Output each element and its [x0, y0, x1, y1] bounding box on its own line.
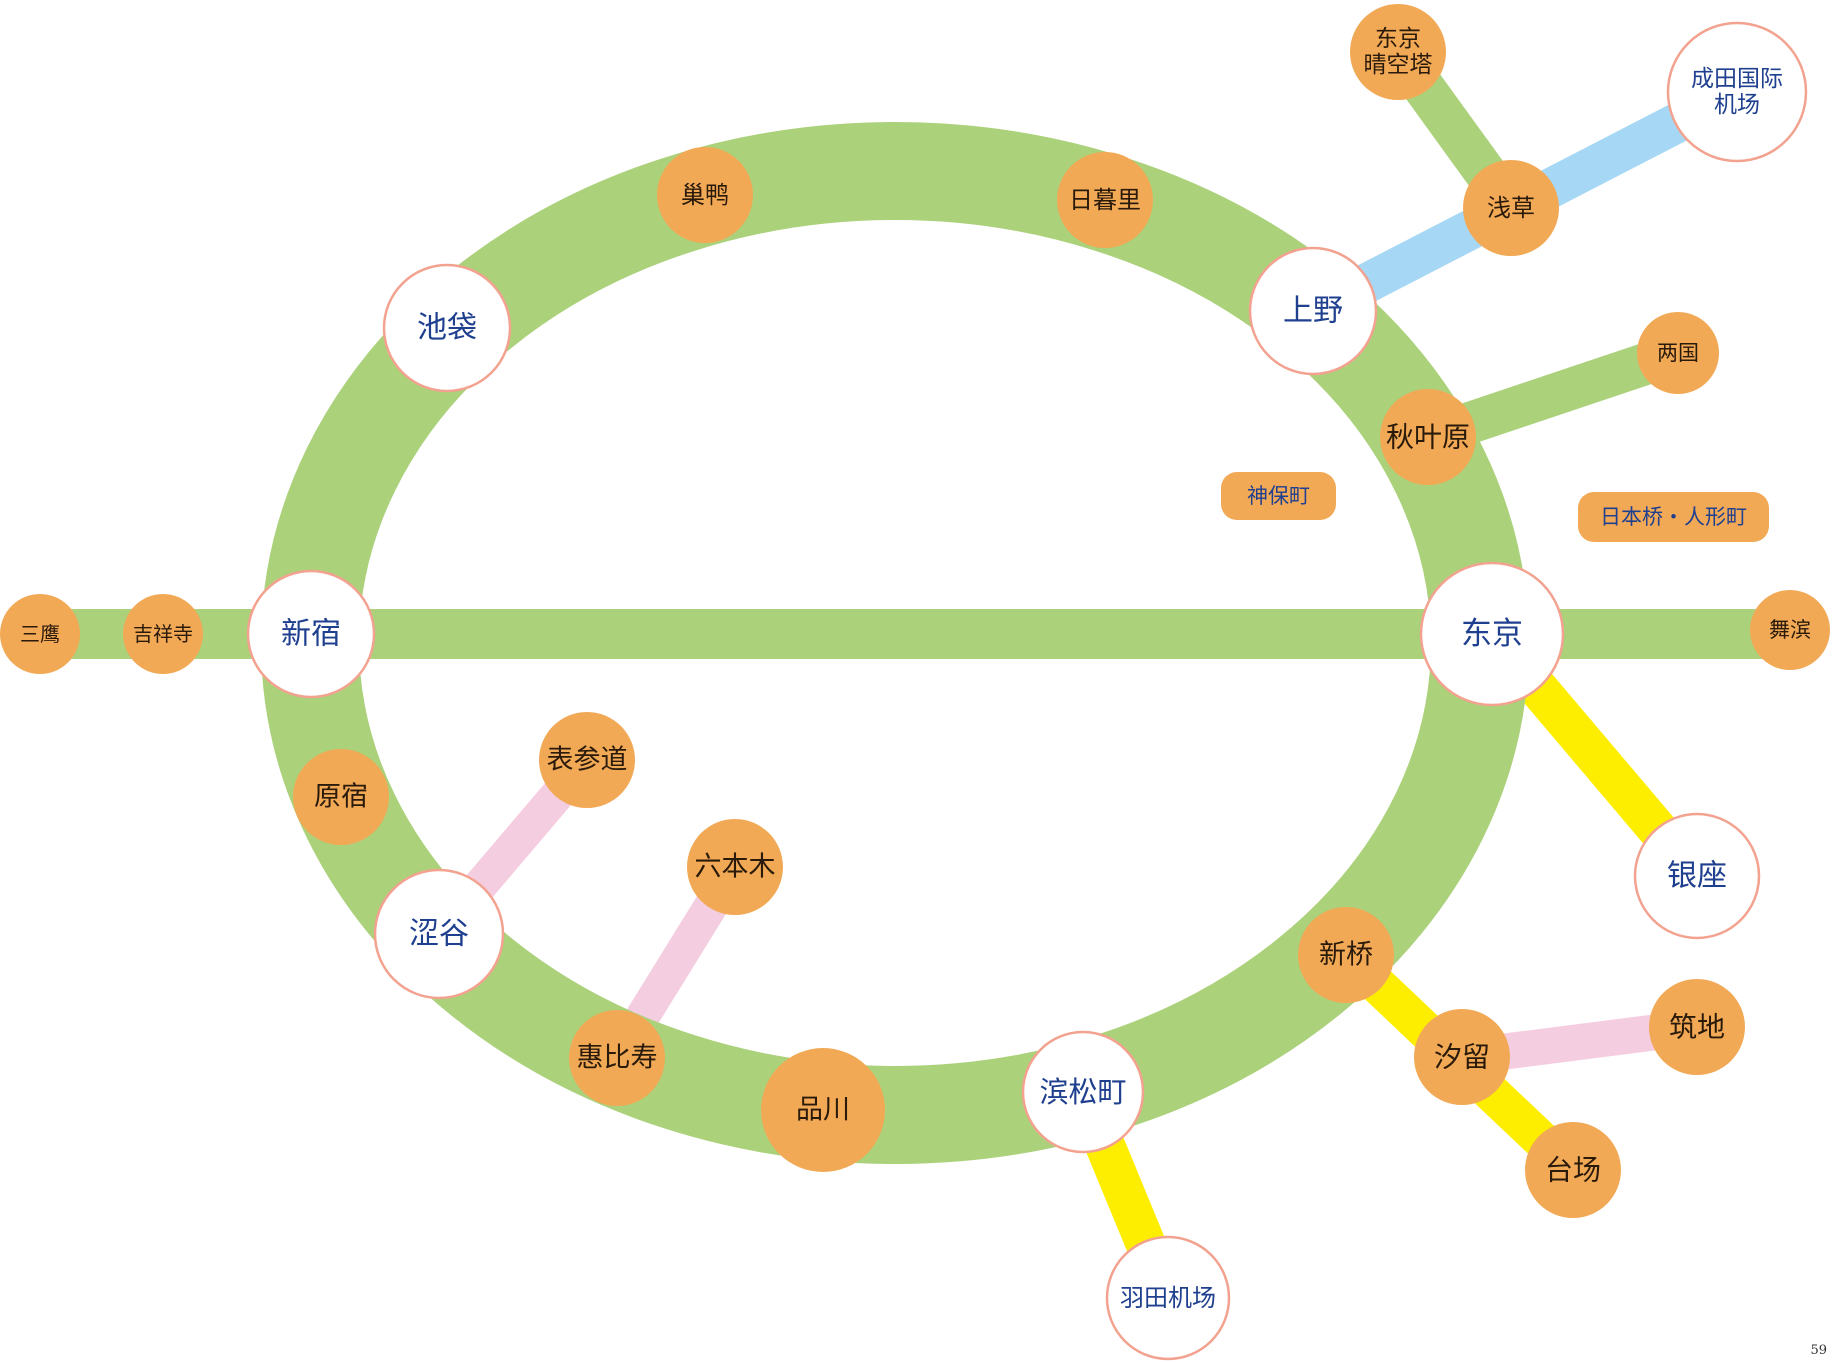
- station-jimbocho[interactable]: 神保町: [1221, 472, 1336, 520]
- station-label: 惠比寿: [577, 1043, 658, 1074]
- station-label: 滨松町: [1039, 1075, 1126, 1109]
- station-ebisu[interactable]: 惠比寿: [569, 1010, 665, 1106]
- station-marker: [1750, 590, 1830, 670]
- station-ueno[interactable]: 上野: [1248, 246, 1378, 376]
- station-marker: [123, 594, 203, 674]
- station-nippori[interactable]: 日暮里: [1057, 152, 1153, 248]
- station-marker: [1248, 246, 1378, 376]
- station-nihonbashi[interactable]: 日本桥・人形町: [1578, 492, 1769, 542]
- station-haneda[interactable]: 羽田机场: [1105, 1235, 1231, 1361]
- station-marker: [1666, 21, 1808, 163]
- station-label: 晴空塔: [1364, 52, 1433, 78]
- station-ikebukuro[interactable]: 池袋: [382, 263, 512, 393]
- station-label: 舞滨: [1769, 618, 1811, 642]
- station-asakusa[interactable]: 浅草: [1463, 160, 1559, 256]
- station-marker: [293, 749, 389, 845]
- station-odaiba[interactable]: 台场: [1525, 1122, 1621, 1218]
- station-label: 羽田机场: [1120, 1284, 1216, 1312]
- station-akihabara[interactable]: 秋叶原: [1380, 389, 1476, 485]
- station-marker: [0, 594, 80, 674]
- station-harajuku[interactable]: 原宿: [293, 749, 389, 845]
- station-label: 筑地: [1669, 1011, 1725, 1044]
- station-shiodome[interactable]: 汐留: [1414, 1009, 1510, 1105]
- station-sugamo[interactable]: 巢鸭: [657, 147, 753, 243]
- station-label: 日暮里: [1069, 186, 1141, 214]
- station-marker: [1021, 1030, 1145, 1154]
- station-shinbashi[interactable]: 新桥: [1298, 907, 1394, 1003]
- station-shibuya[interactable]: 涩谷: [373, 868, 505, 1000]
- station-marker: [1350, 4, 1446, 100]
- station-label: 日本桥・人形町: [1600, 505, 1747, 529]
- station-group: 新宿池袋上野东京银座滨松町涩谷成田国际机场羽田机场巢鸭日暮里秋叶原新桥品川惠比寿…: [0, 4, 1830, 1361]
- station-tokyo[interactable]: 东京: [1419, 561, 1565, 707]
- station-label: 原宿: [314, 782, 368, 813]
- station-label: 三鹰: [20, 622, 60, 646]
- station-label: 六本木: [695, 852, 776, 883]
- station-label: 吉祥寺: [133, 622, 193, 646]
- station-label: 新桥: [1319, 940, 1373, 971]
- station-maihama[interactable]: 舞滨: [1750, 590, 1830, 670]
- station-marker: [1414, 1009, 1510, 1105]
- station-marker: [1463, 160, 1559, 256]
- station-label: 品川: [796, 1095, 850, 1126]
- station-label: 涩谷: [409, 917, 469, 952]
- station-label: 池袋: [417, 311, 477, 346]
- station-label: 新宿: [281, 617, 341, 652]
- station-marker: [1637, 312, 1719, 394]
- page-number: 59: [1810, 1343, 1827, 1358]
- station-marker: [1057, 152, 1153, 248]
- station-marker: [373, 868, 505, 1000]
- station-roppongi[interactable]: 六本木: [687, 819, 783, 915]
- station-omotesando[interactable]: 表参道: [539, 712, 635, 808]
- station-hamamatsucho[interactable]: 滨松町: [1021, 1030, 1145, 1154]
- station-marker: [539, 712, 635, 808]
- station-marker: [657, 147, 753, 243]
- station-tsukiji[interactable]: 筑地: [1649, 979, 1745, 1075]
- station-label: 秋叶原: [1386, 421, 1470, 454]
- station-label: 两国: [1657, 341, 1699, 365]
- station-marker: [1419, 561, 1565, 707]
- station-marker: [687, 819, 783, 915]
- station-marker: [1298, 907, 1394, 1003]
- station-marker: [382, 263, 512, 393]
- station-shinjuku[interactable]: 新宿: [246, 569, 376, 699]
- station-marker: [246, 569, 376, 699]
- station-label: 东京: [1375, 26, 1421, 52]
- station-label: 东京: [1461, 616, 1523, 652]
- station-shinagawa[interactable]: 品川: [761, 1048, 885, 1172]
- station-label: 银座: [1667, 859, 1727, 894]
- station-marker: [1380, 389, 1476, 485]
- station-kichijoji[interactable]: 吉祥寺: [123, 594, 203, 674]
- station-mitaka[interactable]: 三鹰: [0, 594, 80, 674]
- station-marker: [761, 1048, 885, 1172]
- station-ginza[interactable]: 银座: [1633, 812, 1761, 940]
- station-marker: [1221, 472, 1336, 520]
- station-label: 表参道: [547, 745, 628, 776]
- station-label: 上野: [1283, 294, 1343, 329]
- station-label: 成田国际: [1691, 66, 1783, 92]
- station-marker: [1105, 1235, 1231, 1361]
- station-marker: [569, 1010, 665, 1106]
- station-marker: [1649, 979, 1745, 1075]
- station-label: 机场: [1714, 92, 1760, 118]
- station-label: 汐留: [1434, 1041, 1490, 1074]
- station-marker: [1633, 812, 1761, 940]
- station-label: 台场: [1545, 1154, 1601, 1187]
- station-marker: [1578, 492, 1769, 542]
- station-label: 浅草: [1487, 194, 1535, 222]
- station-marker: [1525, 1122, 1621, 1218]
- station-label: 神保町: [1247, 484, 1310, 508]
- station-label: 巢鸭: [681, 181, 729, 209]
- station-ryogoku[interactable]: 两国: [1637, 312, 1719, 394]
